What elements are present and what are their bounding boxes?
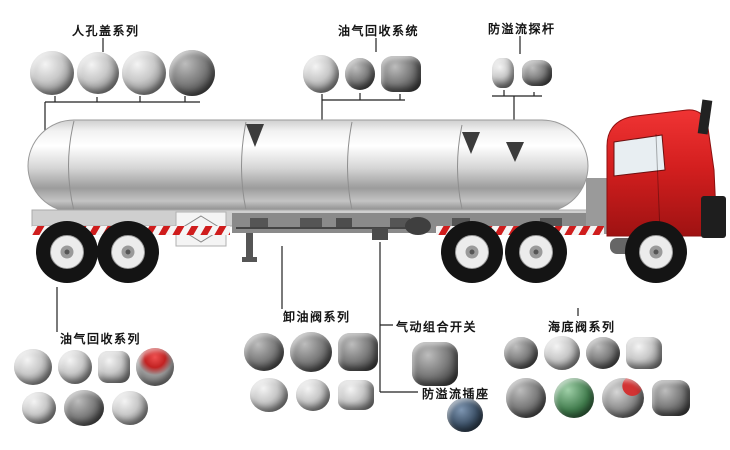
vapor-recovery-series-photos-row1: [14, 348, 174, 386]
wheels: [36, 221, 687, 283]
vapor-valve-photo: [303, 55, 339, 93]
probe-photo: [522, 60, 552, 86]
coupling-photo: [64, 390, 104, 426]
cab-mirror-arm: [697, 99, 713, 135]
vapor-valve-photo: [381, 56, 421, 92]
wheel: [97, 221, 159, 283]
wheel: [441, 221, 503, 283]
coupling-photo: [14, 349, 52, 385]
label-manhole-series: 人孔盖系列: [72, 24, 140, 38]
label-overflow-socket: 防溢流插座: [422, 387, 490, 401]
unload-valve-photo: [338, 380, 374, 410]
cab-door-line: [655, 133, 661, 233]
bottom-valve-photo: [652, 380, 690, 416]
truck-cab: [606, 99, 726, 254]
cab-front-grille: [701, 196, 726, 238]
label-pneumatic-combo-switch: 气动组合开关: [396, 320, 478, 334]
wheel: [36, 221, 98, 283]
unload-valve-photo: [250, 378, 288, 412]
tank-body: [27, 119, 589, 213]
tank-top-fittings: [246, 124, 524, 162]
coupling-photo: [22, 392, 56, 424]
overflow-probe-photos: [492, 58, 552, 88]
bottom-valve-photos-row1: [504, 336, 662, 370]
bottom-valve-photo: [586, 337, 620, 369]
red-cap-coupling-photo: [136, 348, 174, 386]
connector-lines: [44, 36, 579, 393]
manhole-parts-photos: [30, 50, 215, 96]
vapor-recovery-system-photos: [303, 55, 421, 93]
manhole-cover-photo: [169, 50, 215, 96]
bottom-valve-photo: [626, 337, 662, 369]
manhole-cover-photo: [30, 51, 74, 95]
overflow-socket-photo: [447, 398, 483, 432]
label-overflow-probe: 防溢流探杆: [488, 22, 556, 36]
vapor-valve-photo: [345, 58, 375, 90]
green-valve-photo: [554, 378, 594, 418]
wheel: [505, 221, 567, 283]
coupling-photo: [58, 350, 92, 384]
pneumatic-switch-photo: [412, 342, 458, 386]
coupling-photo: [98, 351, 130, 383]
manhole-cover-photo: [77, 52, 119, 94]
bottom-valve-photo: [506, 378, 546, 418]
pneumatic-switch-photo-box: [412, 342, 458, 386]
unload-valve-photo: [244, 333, 284, 371]
unload-valve-photo: [290, 332, 332, 372]
unload-valve-photos-row2: [250, 378, 374, 412]
label-vapor-recovery-system: 油气回收系统: [338, 24, 420, 38]
overflow-socket-photo-box: [447, 398, 483, 432]
cab-window: [613, 134, 666, 177]
red-handle-valve-photo: [602, 378, 644, 418]
unload-valve-photo: [338, 333, 378, 371]
bottom-valve-photo: [504, 337, 538, 369]
coupling-photo: [112, 391, 148, 425]
label-bottom-valve-series: 海底阀系列: [548, 320, 616, 334]
vapor-recovery-series-photos-row2: [22, 390, 148, 426]
bottom-valve-photos-row2: [506, 378, 690, 418]
manhole-cover-photo: [122, 51, 166, 95]
label-unload-valve-series: 卸油阀系列: [283, 310, 351, 324]
label-vapor-recovery-series: 油气回收系列: [60, 332, 142, 346]
wheel: [625, 221, 687, 283]
bottom-valve-photo: [544, 336, 580, 370]
unload-valve-photo: [296, 379, 330, 411]
probe-photo: [492, 58, 514, 88]
tank-seams: [68, 120, 463, 212]
unload-valve-photos-row1: [244, 332, 378, 372]
